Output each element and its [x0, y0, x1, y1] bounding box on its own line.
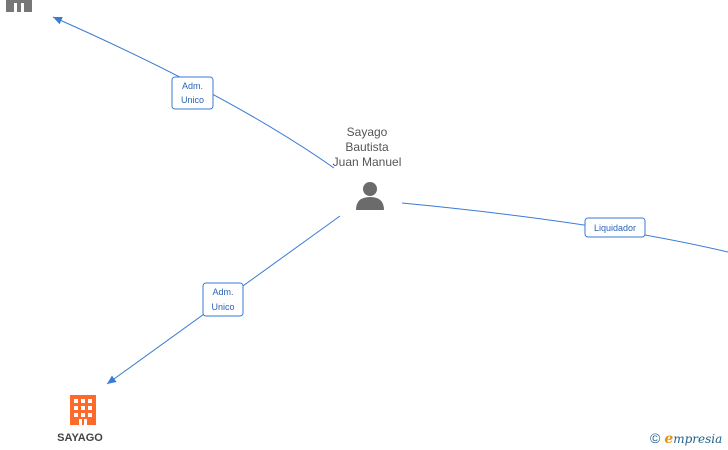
brand-initial: e: [664, 431, 674, 447]
person-name[interactable]: Sayago Bautista Juan Manuel: [317, 125, 417, 170]
edge-liquidador: [401, 202, 728, 253]
building-icon-sayago[interactable]: [70, 395, 96, 425]
person-name-line: Juan Manuel: [332, 155, 402, 169]
brand-name-rest: mpresia: [673, 432, 723, 446]
edge-label-adm-unico-top[interactable]: Adm. Unico: [171, 76, 214, 110]
building-icon[interactable]: [6, 0, 32, 12]
person-name-line: Bautista: [345, 140, 389, 154]
edge-label-line: Adm.: [212, 287, 233, 297]
edge-label-line: Unico: [211, 302, 234, 312]
edge-label-line: Adm.: [182, 81, 203, 91]
edge-label-line: Unico: [181, 95, 204, 105]
company-label-sayago[interactable]: SAYAGO: [57, 432, 103, 444]
brand-logo: ©empresia: [650, 430, 722, 447]
edge-label-adm-unico-bottom[interactable]: Adm. Unico: [202, 282, 244, 317]
person-icon[interactable]: [356, 182, 384, 210]
edge-label-liquidador[interactable]: Liquidador: [584, 217, 646, 238]
edge-label-line: Liquidador: [594, 223, 636, 233]
person-name-line: Sayago: [346, 125, 388, 139]
copyright-symbol: ©: [650, 430, 661, 446]
